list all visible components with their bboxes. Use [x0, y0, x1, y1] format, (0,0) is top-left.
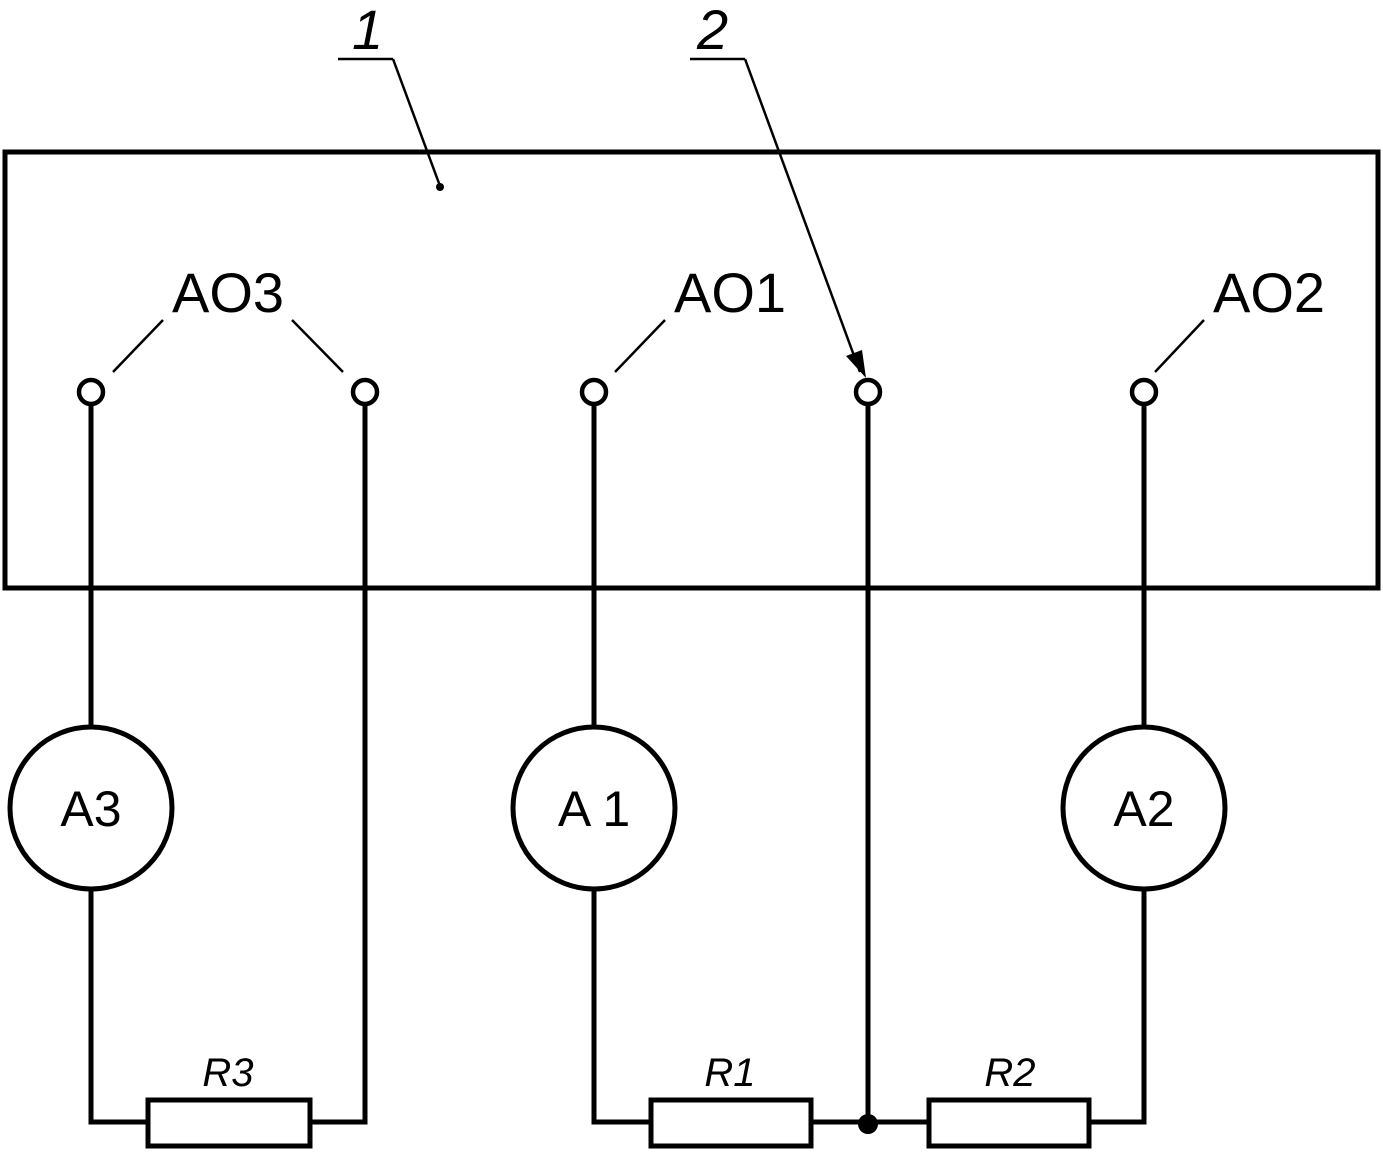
device-housing	[2, 149, 1381, 591]
junction-node	[858, 1114, 878, 1134]
terminal-ao1	[579, 377, 609, 407]
ammeter-a3-label: A3	[60, 781, 121, 837]
terminal-group-ao2: AO2	[1154, 261, 1325, 373]
terminal-label-ao2: AO2	[1213, 261, 1325, 324]
resistor-r3-label: R3	[202, 1051, 253, 1095]
ammeter-a1: A 1	[510, 724, 678, 892]
resistor-r1: R1	[648, 1051, 814, 1149]
ammeter-a1-label: A 1	[558, 781, 630, 837]
terminal-group-ao3: AO3	[112, 261, 344, 373]
terminal-ao3-right	[350, 377, 380, 407]
terminal-ao2	[1129, 377, 1159, 407]
terminal-group-ao1: AO1	[614, 261, 786, 373]
terminal-ao3-left	[76, 377, 106, 407]
wiring	[88, 403, 1147, 1125]
resistor-r3: R3	[145, 1051, 313, 1149]
ammeter-a2-label: A2	[1113, 781, 1174, 837]
resistor-r2: R2	[926, 1051, 1092, 1149]
callout-terminal-number: 2	[696, 0, 728, 61]
callout-device-number: 1	[352, 0, 383, 61]
resistor-r2-label: R2	[984, 1051, 1035, 1095]
callout-terminal: 2	[690, 0, 866, 378]
ammeter-a2: A2	[1060, 724, 1228, 892]
terminals	[76, 377, 1159, 407]
callout-arrow-head	[846, 350, 866, 378]
callout-device: 1	[338, 0, 444, 191]
ammeter-a3: A3	[7, 724, 175, 892]
terminal-common	[853, 377, 883, 407]
terminal-label-ao3: AO3	[172, 261, 284, 324]
terminal-label-ao1: AO1	[674, 261, 786, 324]
resistor-r1-label: R1	[704, 1051, 755, 1095]
